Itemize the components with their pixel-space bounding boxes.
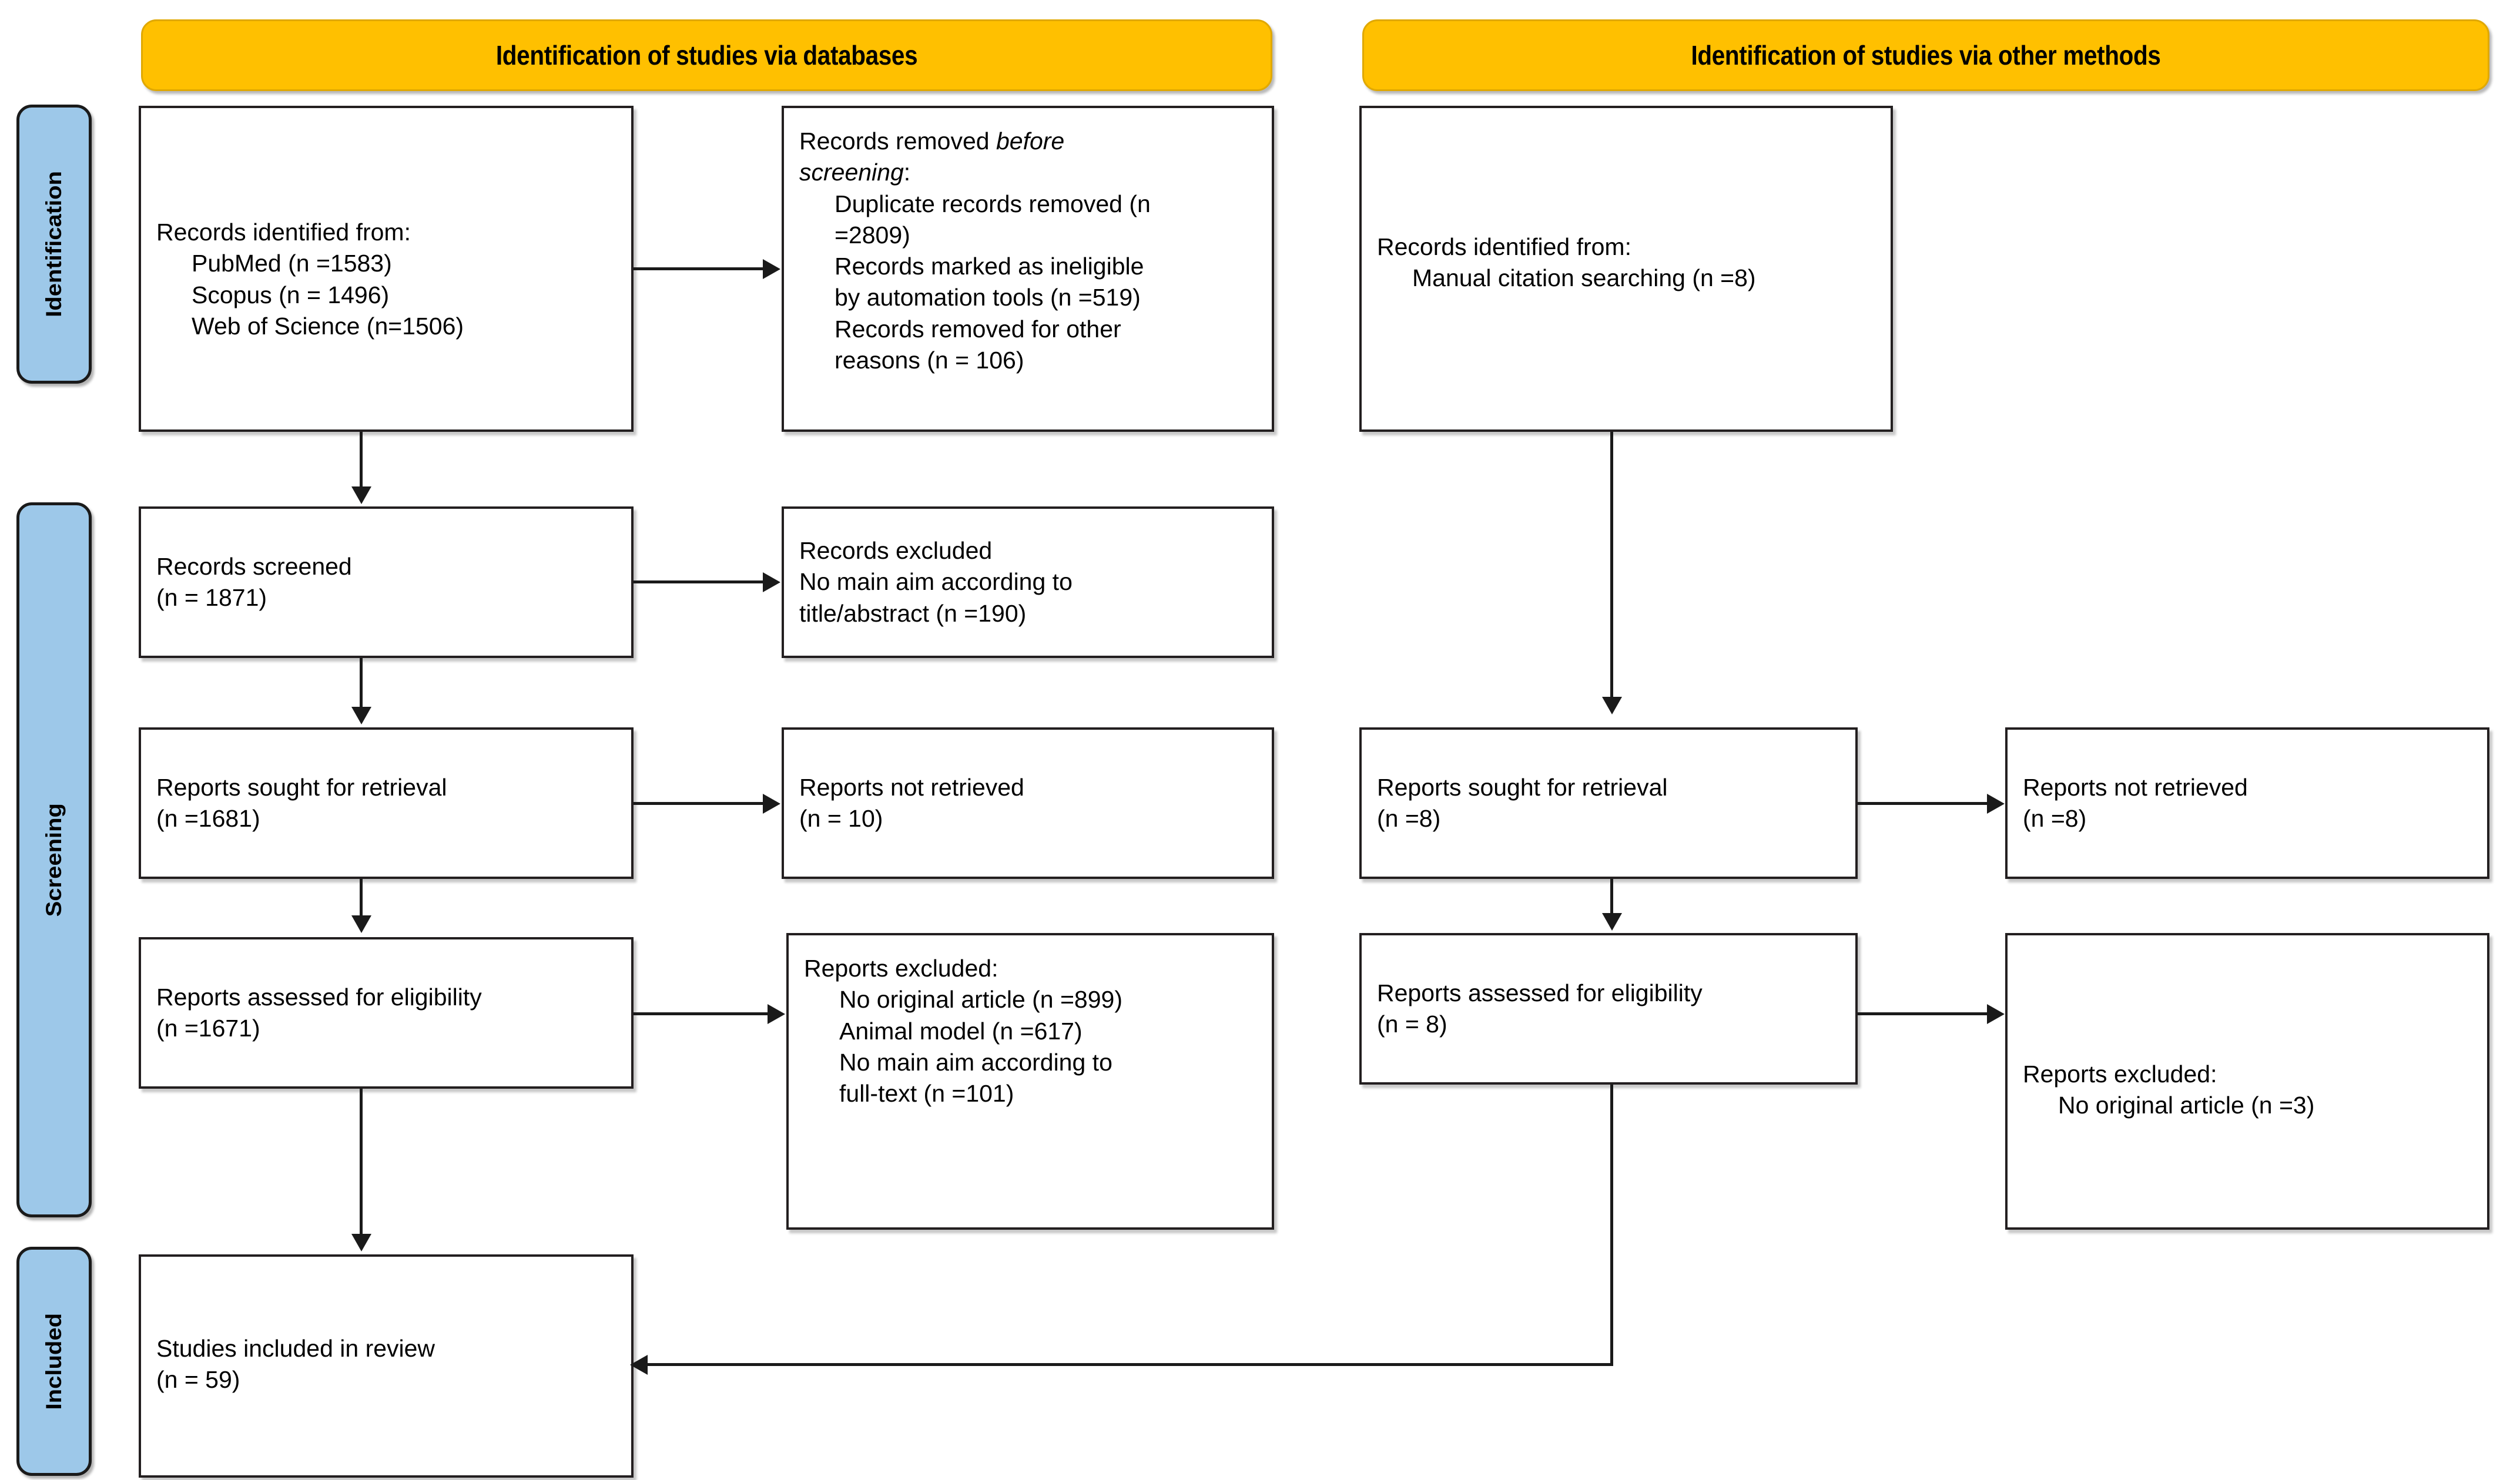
stage-bar-included-label: Included xyxy=(42,1313,66,1410)
node-line: title/abstract (n =190) xyxy=(799,599,1027,627)
node-line: Records excluded xyxy=(799,537,993,565)
node-line: (n = 8) xyxy=(1377,1011,1447,1038)
node-line: Records marked as ineligible xyxy=(835,253,1144,280)
node-line: Manual citation searching (n =8) xyxy=(1412,264,1756,292)
stage-bar-screening: Screening xyxy=(16,502,92,1217)
connector-db-screened-to-sought xyxy=(360,658,363,710)
connector-db-identified-to-screened xyxy=(360,432,363,489)
node-line: No original article (n =899) xyxy=(839,986,1122,1013)
node-line: No main aim according to xyxy=(839,1048,1112,1076)
node-line: Records screened xyxy=(156,552,352,580)
node-db-records-removed-before-screening: Records removed before screening: Duplic… xyxy=(782,106,1274,432)
node-db-records-excluded: Records excluded No main aim according t… xyxy=(782,506,1274,658)
node-studies-included: Studies included in review (n = 59) xyxy=(139,1254,634,1478)
node-db-reports-excluded: Reports excluded: No original article (n… xyxy=(786,933,1274,1230)
arrowhead-right xyxy=(763,259,780,279)
node-line: reasons (n = 106) xyxy=(835,347,1024,374)
node-line: No main aim according to xyxy=(799,568,1073,596)
node-other-reports-excluded: Reports excluded: No original article (n… xyxy=(2005,933,2489,1230)
node-line: Animal model (n =617) xyxy=(839,1017,1083,1045)
node-db-records-identified: Records identified from: PubMed (n =1583… xyxy=(139,106,634,432)
node-line: Reports assessed for eligibility xyxy=(156,983,482,1011)
node-line: (n =1681) xyxy=(156,805,260,832)
connector-other-assessed-to-included-vertical xyxy=(1610,1085,1613,1365)
node-line: Reports excluded: xyxy=(804,955,998,982)
node-line: Duplicate records removed (n xyxy=(835,190,1151,217)
arrowhead-left xyxy=(630,1355,648,1375)
node-other-reports-assessed: Reports assessed for eligibility (n = 8) xyxy=(1359,933,1858,1085)
connector-db-sought-to-not-retrieved xyxy=(634,802,764,805)
arrowhead-down xyxy=(1602,913,1622,931)
node-line: Reports sought for retrieval xyxy=(156,773,447,801)
stage-bar-identification: Identification xyxy=(16,105,92,384)
stage-bar-included: Included xyxy=(16,1247,92,1476)
node-line: Records removed before xyxy=(799,127,1065,155)
arrowhead-right xyxy=(1987,794,2005,814)
arrowhead-right xyxy=(1987,1004,2005,1024)
node-line: Records identified from: xyxy=(156,219,411,246)
node-line: (n =8) xyxy=(1377,805,1441,832)
node-line: (n =8) xyxy=(2023,805,2087,832)
node-line: (n = 1871) xyxy=(156,584,267,611)
connector-db-assessed-to-included xyxy=(360,1089,363,1237)
stage-bar-screening-label: Screening xyxy=(42,803,66,917)
node-db-reports-sought: Reports sought for retrieval (n =1681) xyxy=(139,727,634,879)
stage-bar-identification-label: Identification xyxy=(42,171,66,317)
arrowhead-down xyxy=(1602,697,1622,714)
node-line: =2809) xyxy=(835,221,910,249)
node-line: (n =1671) xyxy=(156,1015,260,1042)
node-line: (n = 59) xyxy=(156,1366,240,1394)
phase-header-other-methods: Identification of studies via other meth… xyxy=(1362,19,2489,91)
node-line: by automation tools (n =519) xyxy=(835,284,1141,311)
node-line: screening: xyxy=(799,159,911,186)
node-line: No original article (n =3) xyxy=(2058,1092,2315,1119)
arrowhead-right xyxy=(768,1004,785,1024)
connector-db-sought-to-assessed xyxy=(360,879,363,917)
node-other-reports-not-retrieved: Reports not retrieved (n =8) xyxy=(2005,727,2489,879)
node-line: PubMed (n =1583) xyxy=(192,250,392,277)
node-line: Reports not retrieved xyxy=(2023,773,2248,801)
node-line: Scopus (n = 1496) xyxy=(192,281,390,308)
node-line: (n = 10) xyxy=(799,805,883,832)
phase-header-databases-label: Identification of studies via databases xyxy=(495,40,918,71)
arrowhead-down xyxy=(351,915,371,933)
node-other-reports-sought: Reports sought for retrieval (n =8) xyxy=(1359,727,1858,879)
node-other-records-identified: Records identified from: Manual citation… xyxy=(1359,106,1893,432)
connector-other-sought-to-assessed xyxy=(1610,879,1613,915)
connector-db-assessed-to-excluded xyxy=(634,1012,769,1015)
phase-header-databases: Identification of studies via databases xyxy=(141,19,1272,91)
phase-header-other-methods-label: Identification of studies via other meth… xyxy=(1691,40,2161,71)
node-line: Reports sought for retrieval xyxy=(1377,773,1668,801)
connector-db-screened-to-excluded xyxy=(634,580,764,583)
arrowhead-down xyxy=(351,1234,371,1251)
node-line: Reports excluded: xyxy=(2023,1061,2217,1088)
connector-other-assessed-to-included-horizontal xyxy=(648,1363,1613,1366)
arrowhead-down xyxy=(351,486,371,504)
node-db-reports-assessed: Reports assessed for eligibility (n =167… xyxy=(139,937,634,1089)
node-db-records-screened: Records screened (n = 1871) xyxy=(139,506,634,658)
node-line: full-text (n =101) xyxy=(839,1080,1014,1108)
node-line: Records identified from: xyxy=(1377,233,1631,260)
node-line: Reports assessed for eligibility xyxy=(1377,979,1703,1006)
arrowhead-down xyxy=(351,707,371,724)
connector-other-assessed-to-excluded xyxy=(1858,1012,1988,1015)
connector-other-identified-to-sought xyxy=(1610,432,1613,700)
node-db-reports-not-retrieved: Reports not retrieved (n = 10) xyxy=(782,727,1274,879)
connector-db-identified-to-removed xyxy=(634,267,764,270)
arrowhead-right xyxy=(763,794,780,814)
arrowhead-right xyxy=(763,572,780,592)
node-line: Reports not retrieved xyxy=(799,773,1024,801)
connector-other-sought-to-not-retrieved xyxy=(1858,802,1988,805)
node-line: Web of Science (n=1506) xyxy=(192,312,464,340)
node-line: Records removed for other xyxy=(835,315,1121,343)
node-line: Studies included in review xyxy=(156,1335,435,1362)
